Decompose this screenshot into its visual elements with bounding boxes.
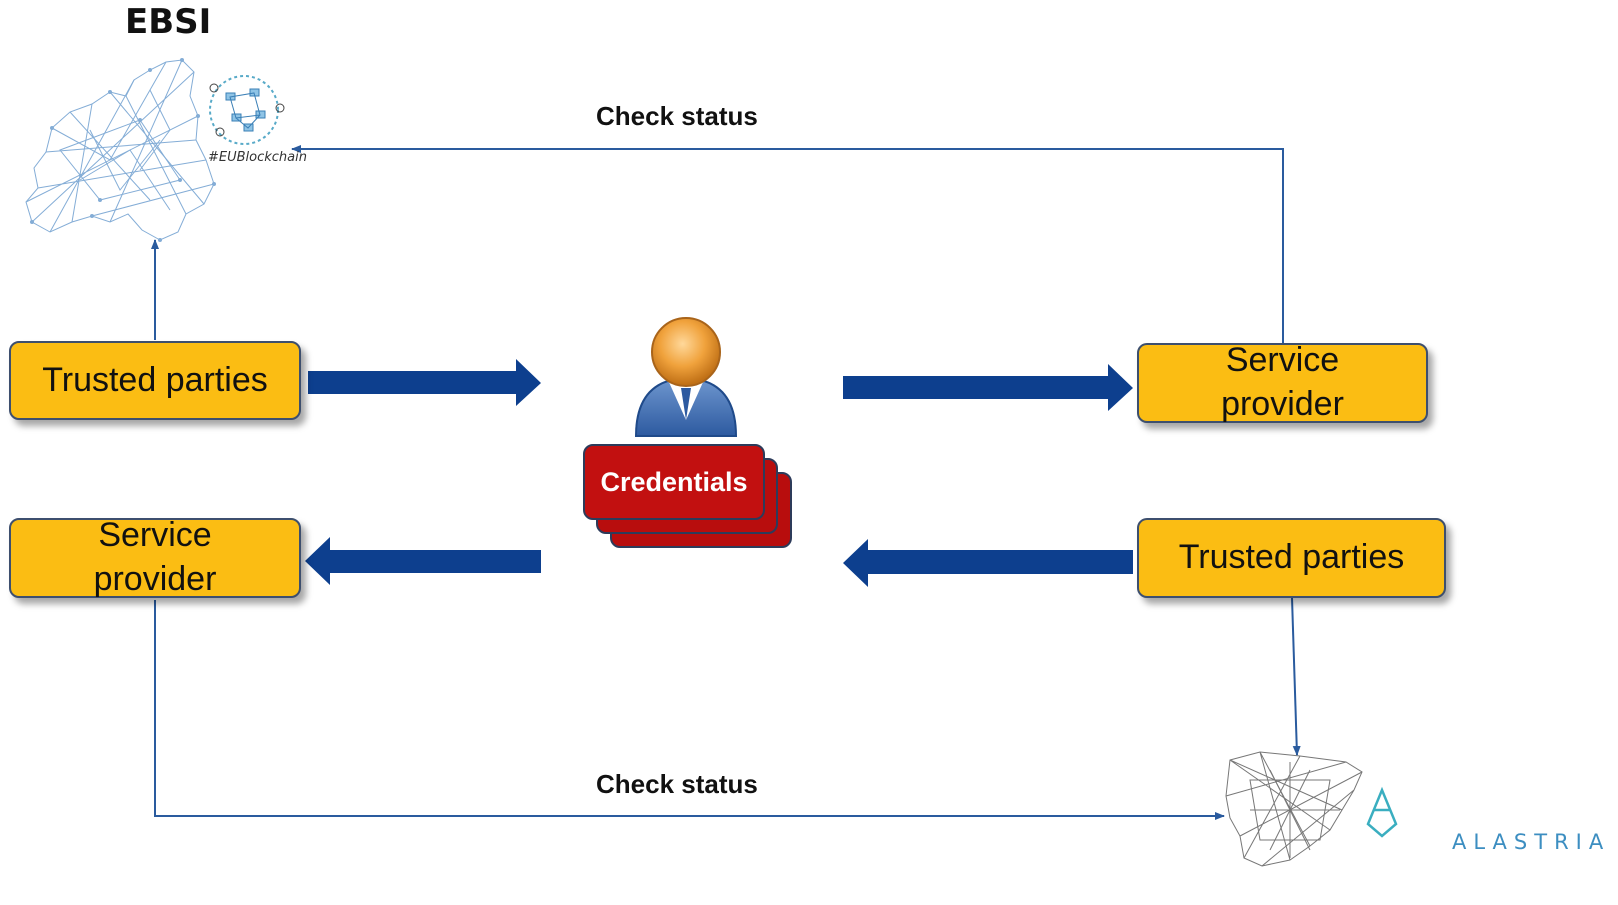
service-provider-box-left[interactable]: Service provider [9, 516, 301, 598]
trusted-parties-label: Trusted parties [42, 360, 268, 399]
issue-arrow-left [308, 359, 541, 406]
user-icon [634, 317, 738, 437]
trusted-parties-to-alastria-connector [1291, 597, 1301, 756]
check-status-top-connector [291, 145, 1284, 345]
alastria-logo-icon [1366, 786, 1398, 838]
check-status-bottom-label: Check status [596, 769, 758, 799]
check-status-bottom-connector [154, 600, 1225, 820]
service-provider-label-line2: provider [1221, 385, 1344, 423]
trusted-parties-label: Trusted parties [1178, 538, 1405, 577]
ebsi-title: EBSI [125, 2, 212, 42]
trusted-parties-box-right[interactable]: Trusted parties [1137, 518, 1446, 598]
blockchain-network-icon [209, 75, 285, 145]
service-provider-box-right[interactable]: Service provider [1137, 341, 1428, 423]
credentials-label: Credentials [600, 466, 748, 497]
service-provider-label-line1: Service [1225, 341, 1340, 380]
eu-network-map [25, 58, 216, 242]
issue-arrow-right [843, 539, 1133, 587]
service-provider-label-line2: provider [93, 560, 217, 598]
spain-network-map [1225, 751, 1363, 867]
service-provider-label-line1: Service [98, 516, 212, 555]
check-status-top-label: Check status [596, 101, 758, 131]
eu-blockchain-hashtag: #EUBlockchain [208, 150, 307, 165]
alastria-wordmark: ALASTRIA [1452, 830, 1611, 854]
present-arrow-left [305, 537, 541, 585]
credentials-stack-icon [583, 444, 792, 548]
trusted-parties-box-left[interactable]: Trusted parties [9, 341, 301, 420]
present-arrow-right [843, 364, 1133, 411]
